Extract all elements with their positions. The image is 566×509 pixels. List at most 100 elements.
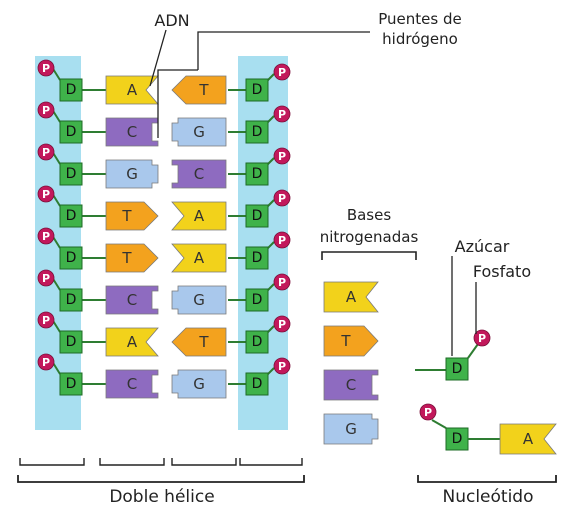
right-sugar: D xyxy=(245,204,269,228)
left-phosphate: P xyxy=(37,353,55,371)
right-phosphate: P xyxy=(273,273,291,291)
sugar-letter: D xyxy=(252,208,263,224)
base-shape xyxy=(171,285,227,315)
right-phosphate: P xyxy=(273,315,291,333)
left-sugar: D xyxy=(59,162,83,186)
sugar-box xyxy=(245,246,269,270)
phosphate-circle xyxy=(37,353,55,371)
label-nitrogen-bases-line2: nitrogenadas xyxy=(320,228,419,246)
sugar-box xyxy=(245,288,269,312)
phosphate-letter: P xyxy=(42,272,50,285)
phosphate-circle xyxy=(37,227,55,245)
bracket-right-bases xyxy=(171,458,237,466)
sugar-box xyxy=(445,357,469,381)
right-sugar: D xyxy=(245,162,269,186)
left-sugar: D xyxy=(59,120,83,144)
sugar-letter: D xyxy=(452,361,463,377)
phosphate-circle xyxy=(37,101,55,119)
example-phosphate: P xyxy=(419,403,437,421)
phosphate-letter: P xyxy=(42,62,50,75)
phosphate-letter: P xyxy=(278,360,286,373)
label-adn: ADN xyxy=(154,11,189,30)
sugar-box xyxy=(245,372,269,396)
base-shape xyxy=(171,327,227,357)
phosphate-circle xyxy=(273,147,291,165)
base-shape xyxy=(171,243,227,273)
sugar-letter: D xyxy=(252,250,263,266)
left-base-C: C xyxy=(105,117,159,147)
right-phosphate: P xyxy=(273,63,291,81)
base-letter: A xyxy=(346,288,357,306)
sugar-letter: D xyxy=(66,250,77,266)
sugar-letter: D xyxy=(252,292,263,308)
label-nucleotide: Nucleótido xyxy=(442,487,533,507)
phosphate-letter: P xyxy=(42,104,50,117)
base-shape xyxy=(499,423,557,455)
phosphate-letter: P xyxy=(278,108,286,121)
sugar-box xyxy=(59,204,83,228)
sugar-box xyxy=(59,78,83,102)
right-base-T: T xyxy=(171,327,227,357)
example-base-A: A xyxy=(499,423,557,455)
left-sugar: D xyxy=(59,330,83,354)
sugar-box xyxy=(245,78,269,102)
sugar-box xyxy=(245,120,269,144)
base-letter: G xyxy=(126,165,138,183)
label-phosphate: Fosfato xyxy=(473,262,531,281)
base-letter: C xyxy=(346,376,356,394)
base-letter: T xyxy=(198,333,209,351)
adn-pointer-line xyxy=(149,29,167,87)
right-phosphate: P xyxy=(273,189,291,207)
base-shape xyxy=(171,201,227,231)
left-sugar: D xyxy=(59,288,83,312)
sugar-letter: D xyxy=(252,166,263,182)
base-shape xyxy=(105,201,159,231)
bracket-double-helix xyxy=(17,475,305,483)
right-base-G: G xyxy=(171,285,227,315)
base-shape xyxy=(105,243,159,273)
sugar-box xyxy=(245,330,269,354)
phosphate-circle xyxy=(273,63,291,81)
phosphate-letter: P xyxy=(278,66,286,79)
label-double-helix: Doble hélice xyxy=(109,487,214,507)
left-base-A: A xyxy=(105,75,159,105)
bracket-nucleotide xyxy=(417,475,557,483)
base-shape xyxy=(323,369,379,401)
phosphate-circle xyxy=(273,105,291,123)
left-phosphate: P xyxy=(37,185,55,203)
right-sugar: D xyxy=(245,120,269,144)
left-sugar: D xyxy=(59,204,83,228)
right-sugar: D xyxy=(245,78,269,102)
right-base-A: A xyxy=(171,201,227,231)
legend-base-T: T xyxy=(323,325,379,357)
right-base-G: G xyxy=(171,369,227,399)
left-sugar: D xyxy=(59,78,83,102)
left-sugar: D xyxy=(59,372,83,396)
base-shape xyxy=(171,159,227,189)
base-letter: T xyxy=(198,81,209,99)
right-base-C: C xyxy=(171,159,227,189)
phosphate-circle xyxy=(37,311,55,329)
example-sugar: D xyxy=(445,427,469,451)
phosphate-letter: P xyxy=(42,188,50,201)
phosphate-circle xyxy=(37,269,55,287)
sugar-box xyxy=(59,372,83,396)
base-letter: A xyxy=(194,207,205,225)
label-hydrogen-bonds-line1: Puentes de xyxy=(378,10,461,28)
legend-base-A: A xyxy=(323,281,379,313)
legend-base-C: C xyxy=(323,369,379,401)
phosphate-letter: P xyxy=(42,356,50,369)
sugar-box xyxy=(59,288,83,312)
base-shape xyxy=(105,327,159,357)
phosphate-circle xyxy=(37,143,55,161)
base-letter: A xyxy=(194,249,205,267)
phosphate-circle xyxy=(37,185,55,203)
sugar-letter: D xyxy=(66,82,77,98)
phosphate-letter: P xyxy=(42,314,50,327)
phosphate-circle xyxy=(273,273,291,291)
